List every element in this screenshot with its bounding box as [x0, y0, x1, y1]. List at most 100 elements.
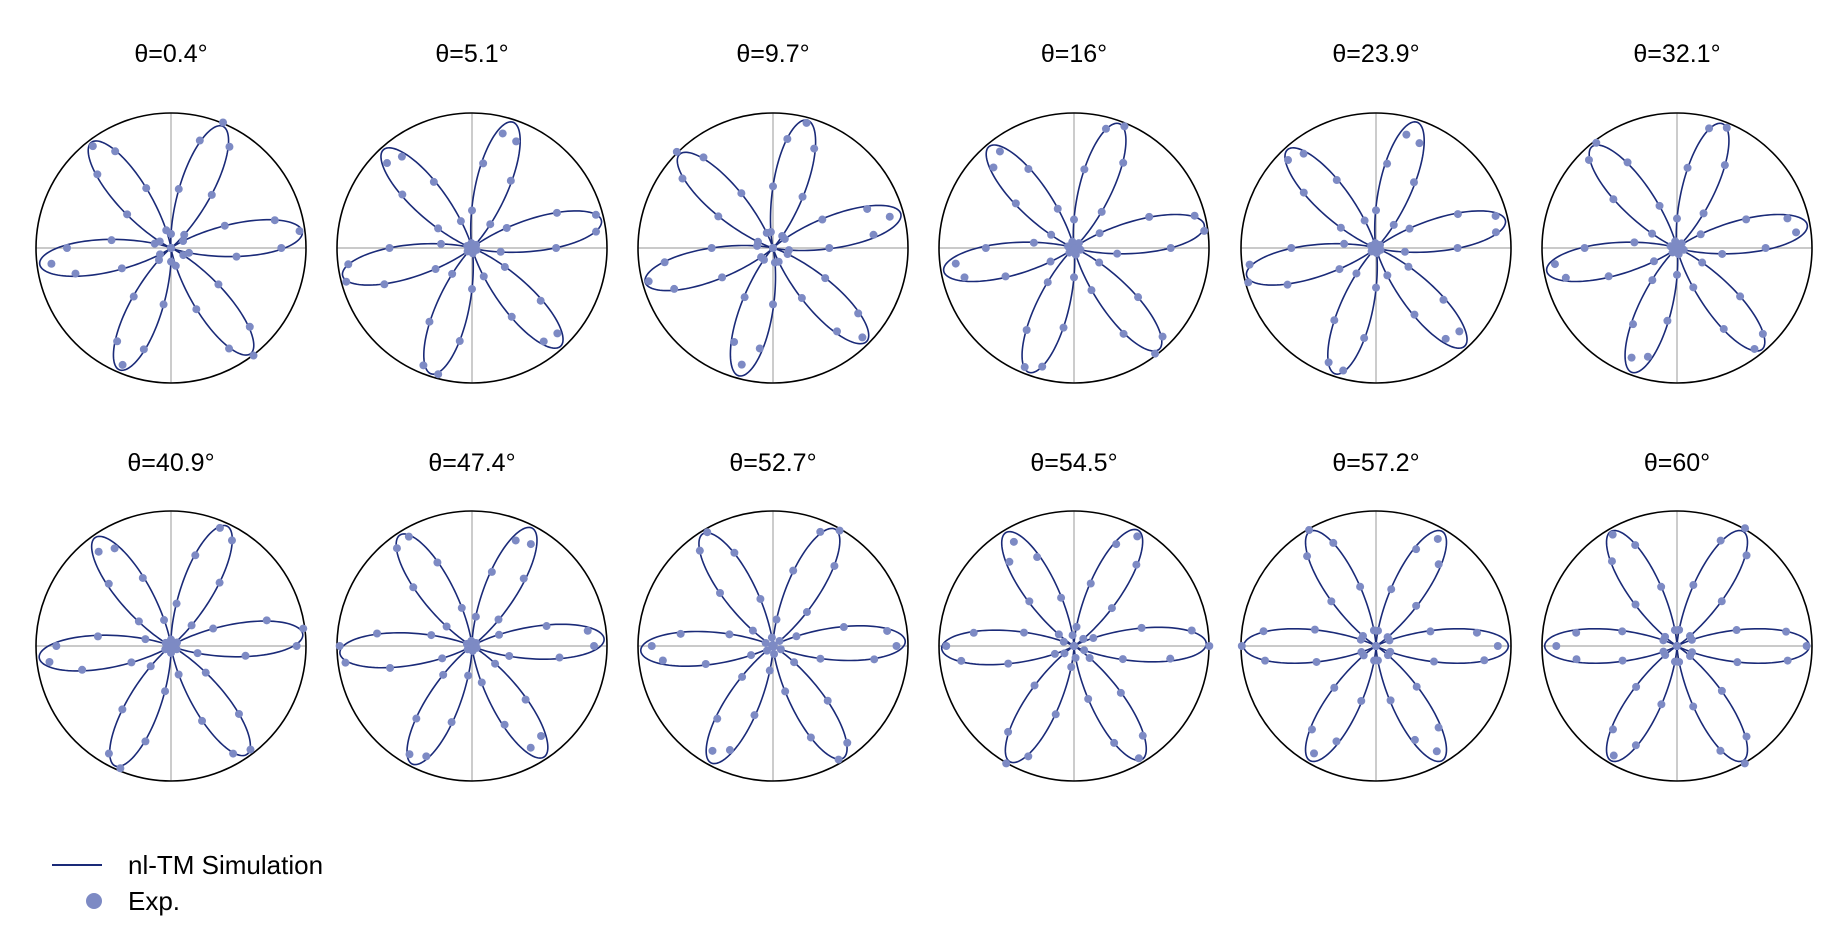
- experiment-dot: [1329, 538, 1338, 547]
- experiment-dot: [714, 212, 723, 221]
- experiment-dot: [1750, 344, 1759, 353]
- experiment-dot: [1410, 735, 1419, 744]
- panel-title: θ=5.1°: [435, 40, 508, 68]
- experiment-dot: [342, 277, 351, 286]
- experiment-dot: [1434, 723, 1443, 732]
- experiment-dot: [748, 626, 757, 635]
- experiment-dot: [1679, 245, 1688, 254]
- experiment-dot: [1101, 124, 1110, 133]
- experiment-dot: [141, 737, 150, 746]
- experiment-dot: [494, 615, 503, 624]
- experiment-dot: [292, 642, 301, 650]
- experiment-dot: [455, 337, 464, 346]
- experiment-dot: [431, 265, 440, 274]
- experiment-dot: [1663, 316, 1672, 325]
- experiment-dot: [1059, 637, 1068, 646]
- experiment-dot: [447, 718, 456, 727]
- polar-panel: θ=40.9°: [35, 449, 308, 782]
- experiment-dot: [863, 204, 872, 213]
- polar-panel: θ=57.2°: [1237, 449, 1512, 782]
- experiment-dot: [1305, 526, 1314, 535]
- experiment-dot: [469, 244, 478, 253]
- experiment-dot: [174, 185, 183, 194]
- experiment-dot: [1643, 352, 1652, 361]
- experiment-dot: [141, 635, 150, 644]
- experiment-dot: [448, 269, 457, 278]
- experiment-dot: [192, 305, 201, 314]
- experiment-dot: [456, 217, 465, 226]
- experiment-dot: [797, 294, 806, 303]
- experiment-dot: [1085, 654, 1094, 662]
- experiment-dot: [123, 210, 132, 219]
- panel-title: θ=60°: [1644, 449, 1710, 477]
- experiment-dot: [1717, 686, 1726, 695]
- experiment-dot: [591, 210, 600, 219]
- experiment-dot: [1087, 286, 1096, 295]
- experiment-dot: [769, 642, 778, 651]
- experiment-dot: [769, 300, 777, 309]
- experiment-dot: [1372, 283, 1380, 292]
- experiment-dot: [806, 733, 815, 742]
- polar-frame: [1240, 112, 1512, 384]
- experiment-dot: [1415, 139, 1424, 148]
- experiment-dot: [1782, 627, 1791, 636]
- experiment-dot: [1116, 688, 1125, 697]
- experiment-dot: [1631, 741, 1640, 750]
- experiment-dot: [1089, 634, 1098, 642]
- experiment-dot: [762, 228, 771, 237]
- experiment-dot: [1022, 326, 1031, 334]
- panel-title: θ=57.2°: [1332, 449, 1419, 477]
- experiment-dot: [942, 642, 951, 650]
- experiment-dot: [1133, 532, 1142, 541]
- experiment-dot: [1372, 206, 1380, 215]
- experiment-dot: [457, 603, 466, 612]
- polar-panel: θ=52.7°: [637, 449, 909, 782]
- experiment-dot: [1119, 329, 1128, 338]
- experiment-dot: [505, 651, 514, 660]
- polar-frame: [1541, 510, 1813, 782]
- experiment-dot: [1166, 654, 1175, 663]
- experiment-dot: [1472, 628, 1481, 637]
- experiment-dot: [471, 612, 480, 621]
- experiment-dot: [1244, 278, 1253, 287]
- experiment-dot: [989, 163, 998, 172]
- experiment-dot: [1307, 725, 1316, 734]
- experiment-dot: [198, 716, 207, 725]
- experiment-dot: [71, 269, 80, 278]
- experiment-dot: [854, 309, 863, 318]
- experiment-dot: [397, 152, 406, 161]
- experiment-dot: [229, 749, 238, 758]
- legend: nl-TM Simulation Exp.: [52, 850, 323, 916]
- experiment-dot: [713, 714, 722, 723]
- experiment-dot: [161, 687, 170, 696]
- experiment-dot: [134, 617, 143, 626]
- experiment-dot: [1607, 557, 1616, 566]
- experiment-dot: [883, 626, 892, 635]
- experiment-dot: [220, 221, 229, 230]
- polar-panel: θ=32.1°: [1541, 40, 1813, 384]
- experiment-dot: [1029, 238, 1038, 247]
- experiment-dot: [1145, 212, 1154, 221]
- experiment-dot: [951, 259, 960, 268]
- panel-title: θ=16°: [1041, 40, 1107, 68]
- experiment-dot: [195, 136, 204, 145]
- experiment-dot: [1060, 649, 1069, 658]
- experiment-dot: [491, 659, 500, 668]
- experiment-dot: [209, 624, 218, 633]
- experiment-dot: [380, 280, 389, 289]
- experiment-dot: [442, 622, 451, 631]
- polar-panel: θ=9.7°: [637, 40, 909, 384]
- experiment-dot: [437, 239, 446, 248]
- experiment-dot: [127, 658, 136, 667]
- experiment-dot: [1046, 257, 1055, 266]
- experiment-dot: [171, 261, 180, 270]
- experiment-dot: [429, 177, 438, 186]
- experiment-dot: [1080, 165, 1089, 174]
- experiment-dot: [823, 696, 832, 705]
- experiment-dot: [1655, 201, 1664, 210]
- experiment-dot: [1552, 642, 1561, 650]
- experiment-dot: [718, 273, 727, 282]
- experiment-dot: [502, 223, 511, 232]
- experiment-dot: [537, 731, 546, 740]
- experiment-dot: [412, 714, 421, 723]
